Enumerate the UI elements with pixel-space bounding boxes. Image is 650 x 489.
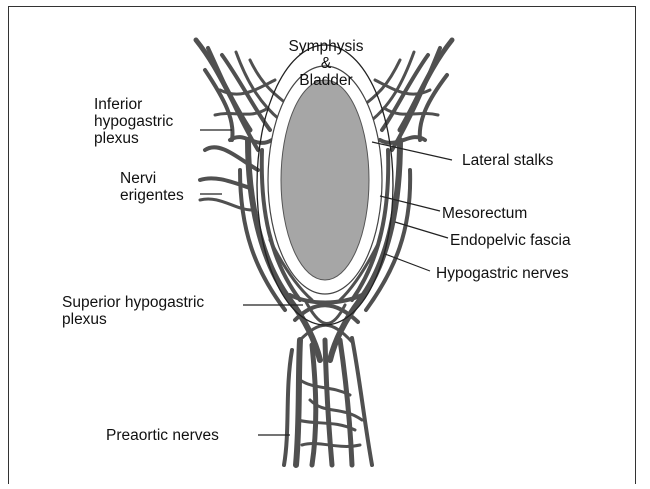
label-line: Superior hypogastric — [62, 294, 204, 311]
label-mesorectum: Mesorectum — [442, 205, 527, 222]
label-line: & — [278, 55, 374, 72]
nerve-strand — [296, 340, 300, 465]
nerve-strand — [200, 178, 250, 188]
label-line: hypogastric — [94, 113, 173, 130]
label-hypogastric-nerves: Hypogastric nerves — [436, 265, 569, 282]
label-superior-hypogastric-plexus: Superior hypogastric plexus — [62, 294, 204, 328]
label-line: Bladder — [278, 72, 374, 89]
label-endopelvic-fascia: Endopelvic fascia — [450, 232, 571, 249]
label-line: plexus — [62, 311, 204, 328]
label-preaortic-nerves: Preaortic nerves — [106, 427, 219, 444]
label-line: Inferior — [94, 96, 173, 113]
label-line: plexus — [94, 130, 173, 147]
rectum-oval — [281, 80, 369, 280]
label-inferior-hypogastric-plexus: Inferior hypogastric plexus — [94, 96, 173, 147]
nerve-strand — [284, 350, 292, 465]
label-nervi-erigentes: Nervi erigentes — [120, 170, 184, 204]
label-line: Nervi — [120, 170, 184, 187]
label-line: Symphysis — [278, 38, 374, 55]
label-line: erigentes — [120, 187, 184, 204]
label-lateral-stalks: Lateral stalks — [462, 152, 553, 169]
label-symphysis-bladder: Symphysis & Bladder — [278, 38, 374, 89]
leader-lateral-stalks — [372, 142, 452, 160]
